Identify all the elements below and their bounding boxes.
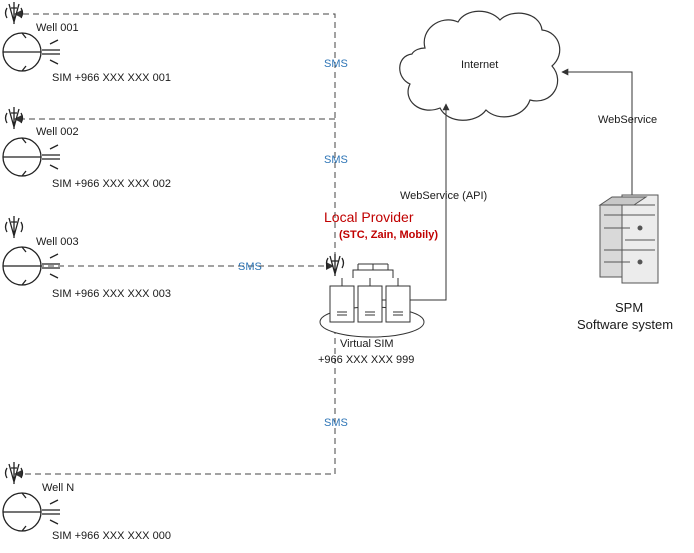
- server-3: [385, 285, 411, 323]
- well-symbol-001: [2, 2, 60, 72]
- well-n-sim: SIM +966 XXX XXX 000: [52, 530, 171, 542]
- webservice-api-label: WebService (API): [400, 190, 488, 202]
- spm-server-icon: [598, 194, 659, 284]
- sms-label-1: SMS: [324, 58, 348, 70]
- sms-link-well-n: [18, 318, 336, 475]
- server-1: [329, 285, 355, 323]
- webservice-label: WebService: [598, 114, 658, 126]
- well-symbol-n: [2, 462, 60, 532]
- server-2: [357, 285, 383, 323]
- well-symbols: [2, 2, 60, 532]
- internet-label: Internet: [461, 59, 499, 71]
- spm-subtitle: Software system: [577, 317, 674, 332]
- provider-title: Local Provider: [324, 209, 414, 225]
- well-002-sim: SIM +966 XXX XXX 002: [52, 178, 171, 190]
- well-n-name: Well N: [42, 482, 75, 494]
- well-symbol-002: [2, 107, 60, 177]
- arrowhead-well-001: [14, 10, 22, 18]
- provider-carriers: (STC, Zain, Mobily): [339, 229, 438, 241]
- well-003-name: Well 003: [36, 236, 79, 248]
- arrowhead-well-n: [14, 470, 22, 478]
- sms-label-3: SMS: [238, 261, 262, 273]
- sms-label-2: SMS: [324, 154, 348, 166]
- well-001-sim: SIM +966 XXX XXX 001: [52, 72, 171, 84]
- arrowhead-well-002: [14, 115, 22, 123]
- well-001-name: Well 001: [36, 22, 79, 34]
- sms-links: [18, 13, 336, 475]
- internet-cloud: [399, 10, 561, 121]
- well-003-sim: SIM +966 XXX XXX 003: [52, 288, 171, 300]
- virtual-sim-platform: [319, 263, 425, 338]
- well-002-name: Well 002: [36, 126, 79, 138]
- sms-label-4: SMS: [324, 417, 348, 429]
- webservice-link: [561, 68, 633, 200]
- virtual-sim-title: Virtual SIM: [340, 338, 394, 350]
- provider-antenna-icon: [325, 254, 345, 277]
- well-symbol-003: [2, 216, 60, 286]
- sms-link-well-001: [18, 13, 336, 258]
- virtual-sim-number: +966 XXX XXX 999: [318, 354, 415, 366]
- spm-title: SPM: [615, 300, 644, 315]
- api-link: [369, 103, 450, 304]
